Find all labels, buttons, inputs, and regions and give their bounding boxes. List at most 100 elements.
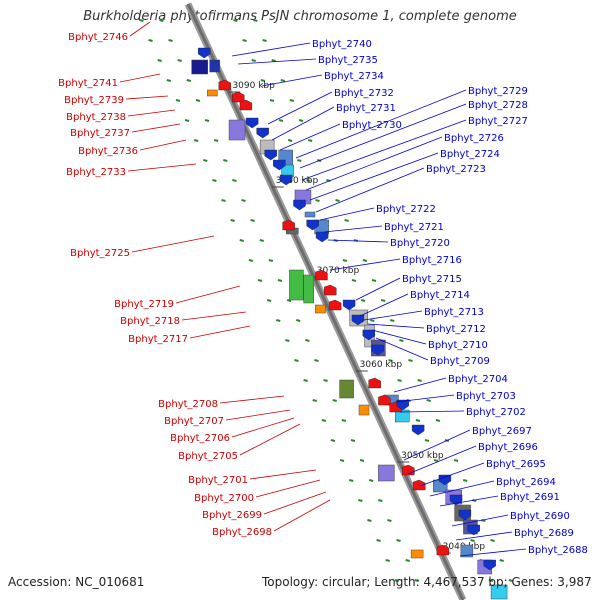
- gene-arrow: [411, 424, 425, 436]
- gene-label-left: Bphyt_2733: [66, 167, 126, 178]
- gene-arrow: [239, 99, 253, 111]
- gene-arrow: [413, 479, 426, 491]
- guide-dot: [280, 79, 286, 82]
- guide-dot: [184, 119, 190, 122]
- guide-dot: [426, 399, 431, 402]
- gene-arrow: [282, 219, 295, 231]
- leader-line-right: [395, 394, 455, 403]
- gene-arrow: [378, 394, 391, 406]
- leader-line-right: [429, 480, 495, 497]
- gene-box: [209, 59, 220, 73]
- guide-dot: [314, 359, 319, 362]
- gene-arrow: [245, 117, 259, 129]
- guide-dot: [223, 159, 228, 162]
- leader-line-right: [363, 310, 423, 321]
- guide-dot: [359, 459, 365, 462]
- guide-dot: [287, 139, 293, 142]
- leader-line-left: [129, 21, 151, 37]
- gene-arrow: [315, 231, 329, 243]
- gene-arrow: [198, 47, 211, 59]
- guide-dot: [312, 399, 317, 402]
- guide-dot: [342, 259, 348, 262]
- gene-label-left: Bphyt_2699: [202, 510, 262, 521]
- leader-line-left: [219, 395, 285, 404]
- leader-line-left: [127, 163, 197, 172]
- gene-box: [304, 211, 316, 218]
- guide-dot: [344, 219, 349, 222]
- guide-dot: [389, 319, 395, 322]
- gene-label-left: Bphyt_2718: [120, 316, 180, 327]
- leader-line-right: [315, 167, 425, 213]
- guide-dot: [295, 319, 301, 322]
- guide-dot: [360, 299, 366, 302]
- gene-label-right: Bphyt_2713: [424, 307, 484, 318]
- leader-line-right: [403, 429, 471, 461]
- leader-line-right: [329, 258, 401, 271]
- guide-dot: [380, 299, 386, 302]
- leader-line-right: [271, 106, 335, 141]
- guide-dot: [405, 559, 410, 562]
- guide-dot: [369, 319, 375, 322]
- gene-label-left: Bphyt_2705: [178, 451, 238, 462]
- gene-label-left: Bphyt_2707: [164, 416, 224, 427]
- guide-dot: [453, 459, 459, 462]
- guide-dot: [242, 39, 247, 42]
- leader-line-right: [371, 329, 427, 345]
- leader-line-right: [359, 293, 409, 317]
- guide-dot: [239, 239, 245, 242]
- kbp-label: 3060 kbp: [360, 360, 403, 370]
- guide-dot: [186, 79, 192, 82]
- gene-box: [378, 464, 395, 482]
- guide-dot: [289, 99, 295, 102]
- leader-line-right: [305, 136, 443, 191]
- leader-line-left: [139, 139, 187, 151]
- guide-dot: [250, 219, 255, 222]
- guide-dot: [350, 439, 356, 442]
- gene-box: [490, 584, 508, 600]
- gene-label-left: Bphyt_2736: [78, 146, 138, 157]
- gene-arrow: [293, 199, 306, 211]
- leader-line-right: [295, 89, 467, 159]
- guide-dot: [397, 379, 402, 382]
- gene-arrow: [342, 299, 356, 311]
- guide-dot: [323, 379, 328, 382]
- guide-dot: [248, 259, 254, 262]
- leader-line-right: [299, 103, 467, 169]
- gene-arrow: [324, 284, 337, 296]
- gene-label-right: Bphyt_2723: [426, 164, 486, 175]
- guide-dot: [268, 259, 274, 262]
- gene-label-right: Bphyt_2721: [384, 222, 444, 233]
- gene-box: [358, 404, 370, 416]
- leader-line-left: [189, 325, 251, 339]
- leader-line-right: [231, 42, 311, 57]
- guide-dot: [139, 19, 144, 22]
- leader-line-left: [119, 73, 161, 83]
- gene-box: [395, 409, 410, 423]
- gene-arrow: [438, 474, 452, 486]
- guide-dot: [278, 119, 284, 122]
- gene-label-right: Bphyt_2690: [510, 511, 570, 522]
- guide-dot: [297, 159, 302, 162]
- guide-dot: [275, 319, 281, 322]
- guide-dot: [269, 99, 275, 102]
- gene-label-left: Bphyt_2725: [70, 248, 130, 259]
- gene-label-right: Bphyt_2688: [528, 545, 588, 556]
- gene-arrow: [368, 377, 381, 389]
- guide-dot: [348, 479, 354, 482]
- kbp-label: 3050 kbp: [401, 451, 444, 461]
- gene-label-right: Bphyt_2735: [318, 55, 378, 66]
- guide-dot: [424, 439, 430, 442]
- guide-dot: [259, 239, 265, 242]
- guide-dot: [396, 539, 401, 542]
- gene-arrow: [232, 91, 245, 103]
- guide-dot: [414, 579, 420, 582]
- guide-dot: [193, 139, 199, 142]
- guide-dot: [195, 99, 201, 102]
- gene-label-right: Bphyt_2724: [440, 149, 500, 160]
- gene-label-right: Bphyt_2728: [468, 100, 528, 111]
- gene-box: [315, 304, 326, 314]
- gene-label-left: Bphyt_2741: [58, 78, 118, 89]
- guide-dot: [233, 19, 238, 22]
- gene-label-left: Bphyt_2746: [68, 32, 128, 43]
- gene-arrow: [218, 79, 232, 91]
